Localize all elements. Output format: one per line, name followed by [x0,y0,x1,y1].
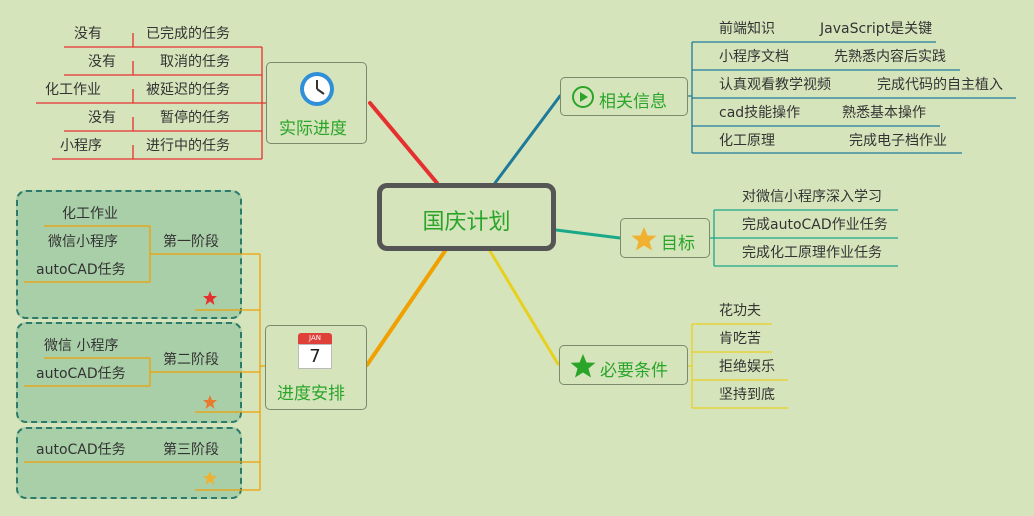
condition-item-2: 肯吃苦 [719,331,761,347]
calendar-day: 7 [298,344,332,369]
stage-1-item-2: 微信小程序 [48,234,118,250]
goals-node-label: 目标 [661,234,695,254]
schedule-node-label: 进度安排 [277,384,345,404]
info-row-3-left: 认真观看教学视频 [719,77,831,93]
progress-row-2-left: 没有 [88,54,116,70]
stage-2-label: 第二阶段 [163,352,219,368]
stage-1-item-3: autoCAD任务 [36,262,126,278]
play-icon [572,86,594,108]
info-row-1-left: 前端知识 [719,21,775,37]
condition-item-4: 坚持到底 [719,387,775,403]
info-row-1-right: JavaScript是关键 [820,21,933,37]
stage-3-label: 第三阶段 [163,442,219,458]
progress-row-4-left: 没有 [88,110,116,126]
goal-item-2: 完成autoCAD作业任务 [742,217,888,233]
info-row-2-left: 小程序文档 [719,49,789,65]
green-star-icon [570,354,596,378]
conditions-node[interactable]: 必要条件 [559,345,688,385]
progress-row-1-left: 没有 [74,26,102,42]
stage-2-item-1: 微信 小程序 [44,338,119,354]
central-topic-label: 国庆计划 [422,210,511,235]
central-topic[interactable]: 国庆计划 [377,183,556,251]
info-node[interactable]: 相关信息 [560,77,688,116]
progress-row-5-left: 小程序 [60,138,102,154]
condition-item-3: 拒绝娱乐 [719,359,775,375]
info-row-4-left: cad技能操作 [719,105,801,121]
progress-node[interactable]: 实际进度 [266,62,367,144]
orange-star-icon [203,395,217,409]
star-icon [631,227,657,251]
info-node-label: 相关信息 [599,92,667,112]
progress-row-5-right: 进行中的任务 [146,138,230,154]
progress-row-1-right: 已完成的任务 [146,26,230,42]
stage-3-item-1: autoCAD任务 [36,442,126,458]
calendar-month: JAN [298,333,332,344]
stage-3-group [16,427,242,499]
clock-icon [300,72,334,106]
info-row-3-right: 完成代码的自主植入 [877,77,1003,93]
stage-2-item-2: autoCAD任务 [36,366,126,382]
yellow-star-icon [203,471,217,485]
info-row-5-left: 化工原理 [719,133,775,149]
progress-row-3-right: 被延迟的任务 [146,82,230,98]
progress-node-label: 实际进度 [279,119,347,139]
progress-row-2-right: 取消的任务 [160,54,230,70]
info-row-2-right: 先熟悉内容后实践 [834,49,946,65]
goals-node[interactable]: 目标 [620,218,710,258]
goal-item-1: 对微信小程序深入学习 [742,189,882,205]
progress-row-4-right: 暂停的任务 [160,110,230,126]
stage-1-label: 第一阶段 [163,234,219,250]
conditions-node-label: 必要条件 [600,361,668,381]
calendar-icon: JAN 7 [298,333,332,369]
red-star-icon [203,291,217,305]
condition-item-1: 花功夫 [719,303,761,319]
schedule-node[interactable]: JAN 7 进度安排 [265,325,367,410]
info-row-4-right: 熟悉基本操作 [842,105,926,121]
progress-row-3-left: 化工作业 [45,82,101,98]
stage-1-item-1: 化工作业 [62,206,118,222]
info-row-5-right: 完成电子档作业 [849,133,947,149]
goal-item-3: 完成化工原理作业任务 [742,245,882,261]
